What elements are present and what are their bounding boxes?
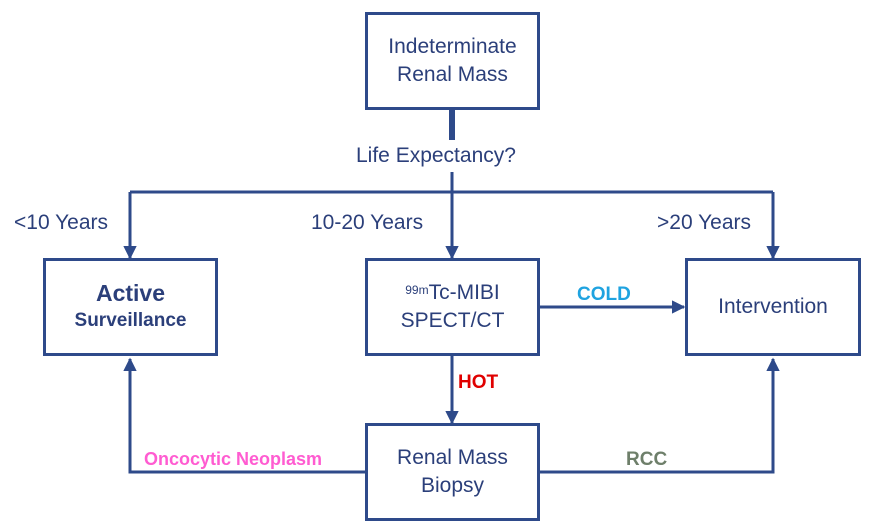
- node-active-line1: Active: [95, 280, 166, 306]
- edge-label-cold: COLD: [577, 284, 631, 305]
- node-mibi-line1: 99mTc-MIBI: [405, 279, 500, 307]
- node-start-line1: Indeterminate: [388, 35, 517, 58]
- node-intervention-label: Intervention: [718, 295, 828, 318]
- node-active-line2: Surveillance: [74, 310, 187, 331]
- edge-label-rcc: RCC: [626, 449, 668, 470]
- label-greater-than-20-years: >20 Years: [657, 211, 752, 234]
- edge-label-hot: HOT: [458, 372, 499, 393]
- node-indeterminate-renal-mass: Indeterminate Renal Mass: [365, 12, 540, 110]
- node-biopsy-line1: Renal Mass: [397, 446, 508, 469]
- node-biopsy-line2: Biopsy: [420, 474, 485, 497]
- arrow-oncocytic: [123, 357, 365, 474]
- label-10-20-years: 10-20 Years: [311, 211, 424, 234]
- node-mibi-tracer: Tc-MIBI: [428, 281, 500, 304]
- node-mibi-superscript: 99m: [405, 283, 429, 297]
- node-intervention: Intervention: [685, 258, 861, 356]
- node-mibi-spect-ct: 99mTc-MIBI SPECT/CT: [365, 258, 540, 356]
- life-expectancy-question: Life Expectancy?: [354, 144, 518, 168]
- arrow-rcc: [540, 357, 780, 474]
- label-less-than-10-years: <10 Years: [14, 211, 109, 234]
- node-mibi-line2: SPECT/CT: [400, 309, 505, 332]
- node-start-line2: Renal Mass: [397, 63, 508, 86]
- node-active-surveillance: Active Surveillance: [43, 258, 218, 356]
- node-renal-mass-biopsy: Renal Mass Biopsy: [365, 423, 540, 521]
- edge-label-oncocytic-neoplasm: Oncocytic Neoplasm: [144, 449, 323, 469]
